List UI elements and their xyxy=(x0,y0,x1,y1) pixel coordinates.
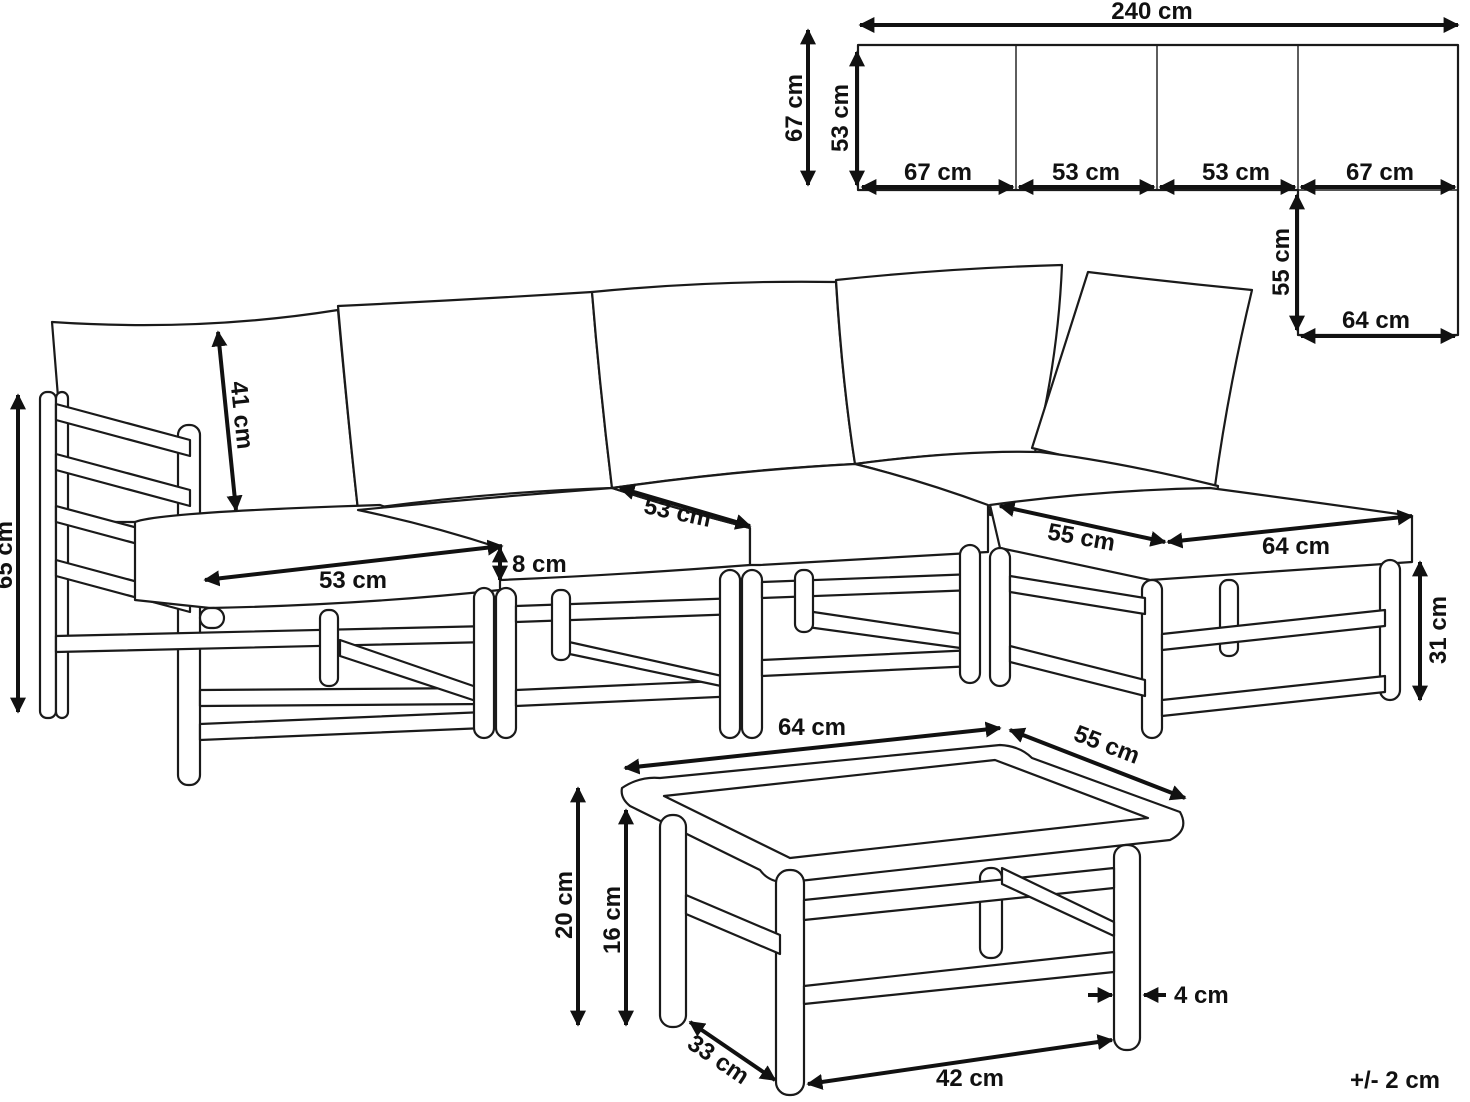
table-width-label: 64 cm xyxy=(778,714,846,741)
table-inner-height-label: 16 cm xyxy=(599,886,626,954)
plan-ottoman-depth-label: 55 cm xyxy=(1268,228,1295,296)
plan-segment-4-label: 67 cm xyxy=(1346,159,1414,186)
cushion-thickness-label: 8 cm xyxy=(512,551,567,578)
plan-seat-depth-label: 53 cm xyxy=(827,84,854,152)
sofa-drawing: 65 cm 41 cm 53 cm 8 cm 53 cm 55 cm 64 cm… xyxy=(0,263,1452,787)
sofa-frame xyxy=(198,543,982,742)
back-cushion-2 xyxy=(336,290,614,512)
plan-view: 240 cm 67 cm 53 cm 67 cm 53 cm 53 cm 67 … xyxy=(781,0,1460,344)
backrest-height-arrow xyxy=(211,330,243,512)
table-inner-width-label: 42 cm xyxy=(936,1065,1004,1092)
table-depth-arrow xyxy=(1008,727,1187,801)
back-cushion-3 xyxy=(590,280,857,490)
back-cushion-4 xyxy=(834,263,1064,466)
ottoman-depth-arrow xyxy=(998,501,1167,547)
table-depth-label: 55 cm xyxy=(1070,720,1143,770)
plan-segment-2-label: 53 cm xyxy=(1052,159,1120,186)
seat-width-left-arrow xyxy=(203,539,504,587)
sofa-height-label: 65 cm xyxy=(0,521,18,589)
table-inner-depth-label: 33 cm xyxy=(682,1030,754,1090)
corner-cushion xyxy=(1030,270,1254,488)
table-width-arrow xyxy=(623,721,1002,775)
plan-ottoman-width-label: 64 cm xyxy=(1342,307,1410,334)
tolerance-label: +/- 2 cm xyxy=(1350,1067,1440,1094)
coffee-table: 64 cm 55 cm 20 cm 16 cm 4 cm 33 cm 42 cm xyxy=(551,714,1229,1097)
plan-segment-3-label: 53 cm xyxy=(1202,159,1270,186)
ottoman-width-label: 64 cm xyxy=(1262,533,1330,560)
seat-width-middle-arrow xyxy=(618,484,752,530)
ottoman-width-arrow xyxy=(1166,509,1414,549)
table-inner-depth-arrow xyxy=(688,1020,777,1082)
plan-outline xyxy=(856,43,1460,337)
leg-diameter-label: 4 cm xyxy=(1174,982,1229,1009)
table-inner-width-arrow xyxy=(806,1034,1114,1090)
plan-depth-label: 67 cm xyxy=(781,74,808,142)
seat-width-left-label: 53 cm xyxy=(319,567,387,594)
plan-segment-1-label: 67 cm xyxy=(904,159,972,186)
table-height-label: 20 cm xyxy=(551,871,578,939)
ottoman-height-label: 31 cm xyxy=(1425,596,1452,664)
plan-total-width-label: 240 cm xyxy=(1111,0,1192,25)
